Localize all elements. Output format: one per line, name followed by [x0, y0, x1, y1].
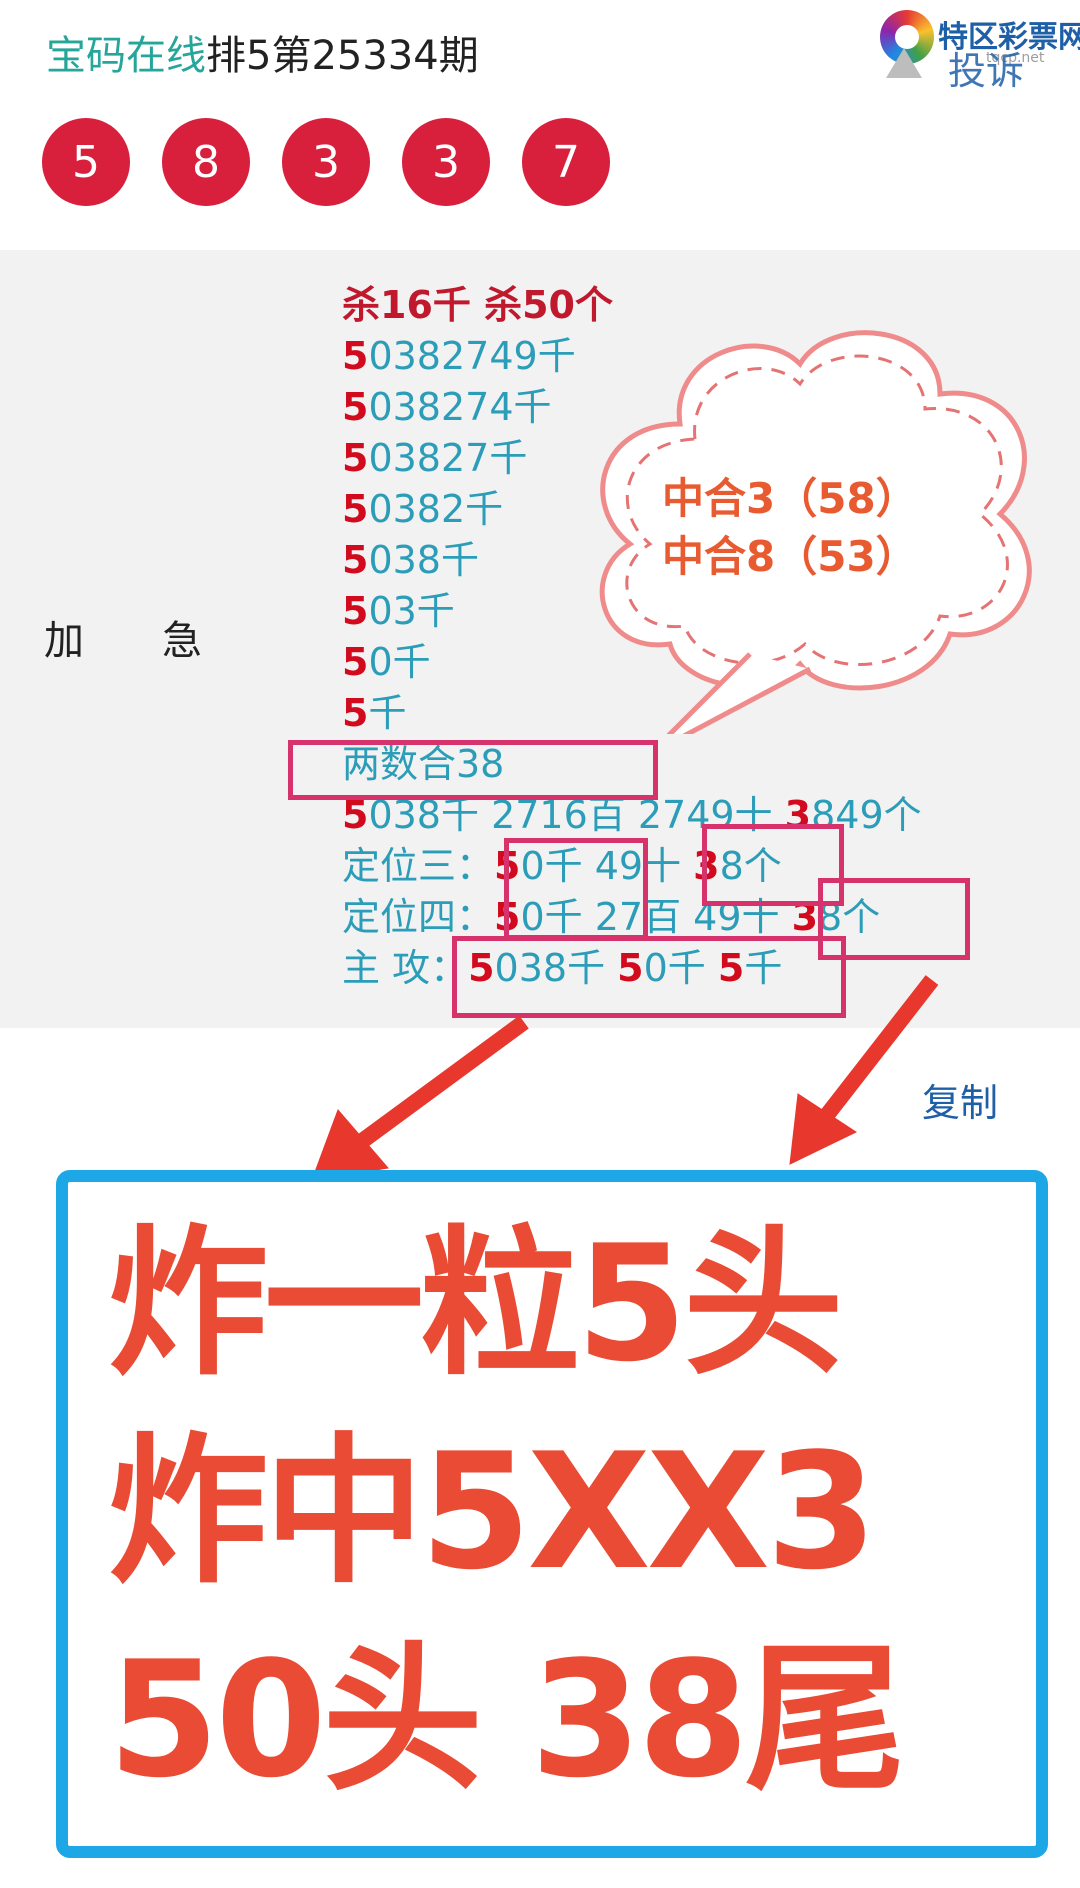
big-headline-3: 50头 38尾	[108, 1626, 905, 1813]
urgent-label: 加急	[44, 608, 204, 666]
urgent-label-char: 急	[162, 618, 204, 664]
speech-cloud	[599, 330, 1032, 734]
highlight-pair-box	[288, 740, 658, 800]
complain-button[interactable]: 投诉	[948, 49, 1025, 93]
result-ball: 3	[402, 118, 490, 206]
cloud-line: 中合3（58）	[662, 474, 918, 523]
prediction-line: 50千	[342, 640, 431, 684]
prediction-line: 50382749千	[342, 334, 576, 378]
highlight-main-box	[452, 936, 846, 1018]
kill-line: 杀16千 杀50个	[342, 283, 613, 327]
site-name: 宝码在线	[46, 33, 206, 79]
pair-sum-line: 两数合38	[342, 742, 505, 786]
big-headline-1: 炸一粒5头	[108, 1210, 843, 1397]
main-attack-line: 主 攻：5038千 50千 5千	[342, 946, 783, 990]
result-ball: 7	[522, 118, 610, 206]
issue-number: 排5第25334期	[206, 33, 479, 79]
position-three-line: 定位三：50千 49十 38个	[342, 844, 782, 888]
logo-domain: tqcp.net	[986, 50, 1045, 66]
result-ball: 8	[162, 118, 250, 206]
cloud-line: 中合8（53）	[662, 532, 918, 581]
result-ball: 3	[282, 118, 370, 206]
page-title: 宝码在线排5第25334期	[46, 28, 479, 84]
prediction-line: 503827千	[342, 436, 528, 480]
highlight-three-box	[702, 824, 844, 906]
arrow-left	[311, 1015, 529, 1181]
warning-icon	[886, 48, 922, 78]
prediction-line: 5千	[342, 691, 407, 735]
highlight-panel: 炸一粒5头 炸中5XX3 50头 38尾	[56, 1170, 1048, 1858]
prediction-line: 5038274千	[342, 385, 552, 429]
prediction-line: 5038千	[342, 538, 479, 582]
site-logo[interactable]: 特区彩票网 tqcp.net	[876, 6, 1080, 86]
highlight-three-four-box	[818, 878, 970, 960]
big-headline-2: 炸中5XX3	[108, 1418, 877, 1605]
highlight-five-three-box	[504, 838, 648, 940]
urgent-label-char: 加	[44, 618, 86, 664]
copy-button[interactable]: 复制	[922, 1081, 999, 1125]
position-four-line: 定位四：50千 27百 49十 38个	[342, 895, 881, 939]
draw-result-balls: 5 8 3 3 7	[42, 118, 610, 206]
cloud-text: 中合3（58） 中合8（53）	[662, 470, 918, 586]
prediction-line: 50382千	[342, 487, 504, 531]
logo-brand: 特区彩票网	[938, 20, 1080, 55]
result-ball: 5	[42, 118, 130, 206]
prediction-line: 503千	[342, 589, 455, 633]
prediction-lines: 杀16千 杀50个 50382749千 5038274千 503827千 503…	[342, 280, 922, 994]
